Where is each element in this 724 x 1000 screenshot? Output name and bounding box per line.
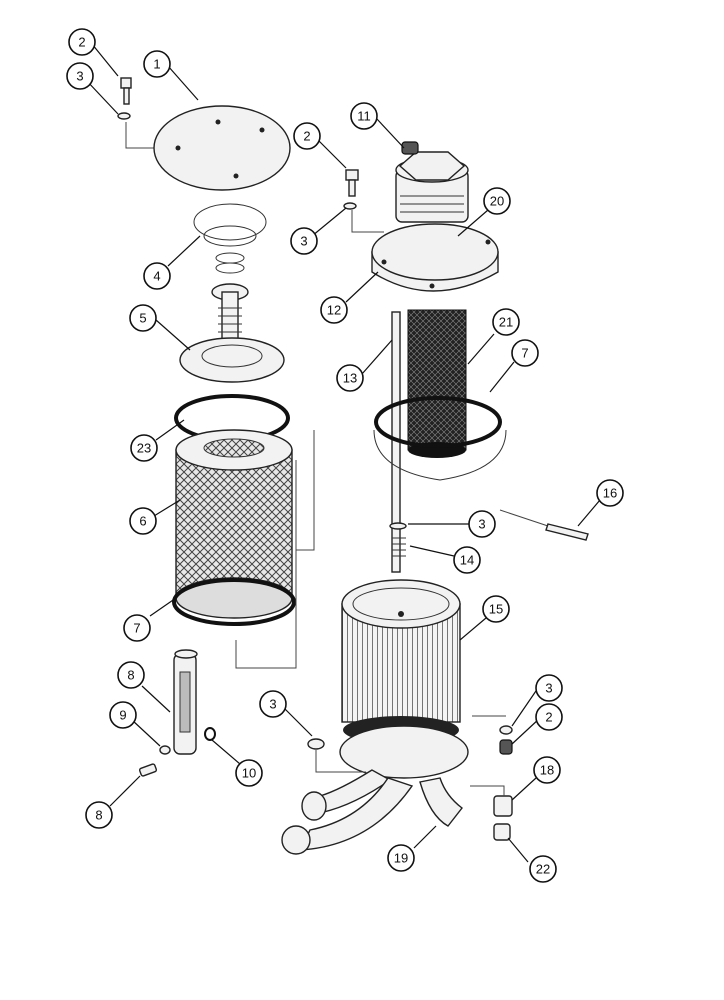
callout-15: 15 [482,595,510,623]
callout-9: 9 [109,701,137,729]
callout-13: 13 [336,364,364,392]
svg-text:3: 3 [269,697,276,712]
callout-20: 20 [483,187,511,215]
rod-washer [389,522,407,530]
callout-18: 18 [533,756,561,784]
leader-lines [85,43,601,863]
svg-text:3: 3 [76,69,83,84]
plug-2-right [499,739,513,755]
svg-text:18: 18 [540,763,554,778]
svg-text:6: 6 [139,514,146,529]
callout-2: 2 [68,28,96,56]
callout-3-base: 3 [259,690,287,718]
callout-2-right: 2 [293,122,321,150]
o-ring-10 [204,727,216,741]
svg-text:4: 4 [153,269,160,284]
svg-text:5: 5 [139,311,146,326]
svg-text:2: 2 [303,129,310,144]
svg-text:10: 10 [242,766,256,781]
svg-text:20: 20 [490,194,504,209]
svg-text:13: 13 [343,371,357,386]
rod-spring [392,537,406,557]
svg-text:8: 8 [127,668,134,683]
svg-text:14: 14 [460,553,474,568]
flange [371,223,499,292]
callout-2-side: 2 [535,703,563,731]
callout-11: 11 [350,102,378,130]
callout-23: 23 [130,434,158,462]
callout-12: 12 [320,296,348,324]
cotter-pin [545,523,589,541]
valve-stem [211,283,249,349]
svg-text:7: 7 [133,621,140,636]
cap-bolt-left [117,77,183,165]
base-washer [307,738,366,773]
spring [193,203,267,274]
svg-text:8: 8 [95,808,102,823]
base-housing [281,725,469,855]
svg-text:22: 22 [536,862,550,877]
callout-14: 14 [453,546,481,574]
screw-8 [138,763,158,777]
callout-4: 4 [143,262,171,290]
svg-text:23: 23 [137,441,151,456]
sight-gauge [173,649,198,755]
washer-9 [159,745,171,755]
callout-19: 19 [387,844,415,872]
cap-bolt-right [343,169,384,233]
callout-3-side: 3 [535,674,563,702]
callout-3-rod: 3 [468,510,496,538]
fitting-18 [493,795,513,817]
svg-text:1: 1 [153,57,160,72]
cover-plate [153,105,291,191]
svg-text:7: 7 [521,346,528,361]
callout-8-gauge: 8 [117,661,145,689]
gasket-right [374,396,502,448]
filler-cap [395,141,469,223]
washer-3-right [499,725,513,735]
callout-5: 5 [129,304,157,332]
gasket-left [172,578,296,626]
svg-text:21: 21 [499,315,513,330]
svg-text:15: 15 [489,602,503,617]
svg-text:9: 9 [119,708,126,723]
svg-text:2: 2 [78,35,85,50]
svg-text:2: 2 [545,710,552,725]
callout-7-left: 7 [123,614,151,642]
callout-22: 22 [529,855,557,883]
callout-7-right: 7 [511,339,539,367]
filter-element-left [175,429,293,619]
svg-text:3: 3 [545,681,552,696]
callout-21: 21 [492,308,520,336]
svg-text:3: 3 [300,234,307,249]
callout-1: 1 [143,50,171,78]
filter-element-right [341,579,461,744]
callout-6: 6 [129,507,157,535]
callout-16: 16 [596,479,624,507]
strainer-screen [407,309,467,458]
callout-10: 10 [235,759,263,787]
seat-plate [179,337,285,383]
svg-text:16: 16 [603,486,617,501]
callout-3: 3 [66,62,94,90]
callout-8-screw: 8 [85,801,113,829]
fitting-22 [493,823,511,841]
svg-text:3: 3 [478,517,485,532]
svg-text:11: 11 [357,109,371,124]
svg-text:19: 19 [394,851,408,866]
svg-text:12: 12 [327,303,341,318]
callout-3-right: 3 [290,227,318,255]
